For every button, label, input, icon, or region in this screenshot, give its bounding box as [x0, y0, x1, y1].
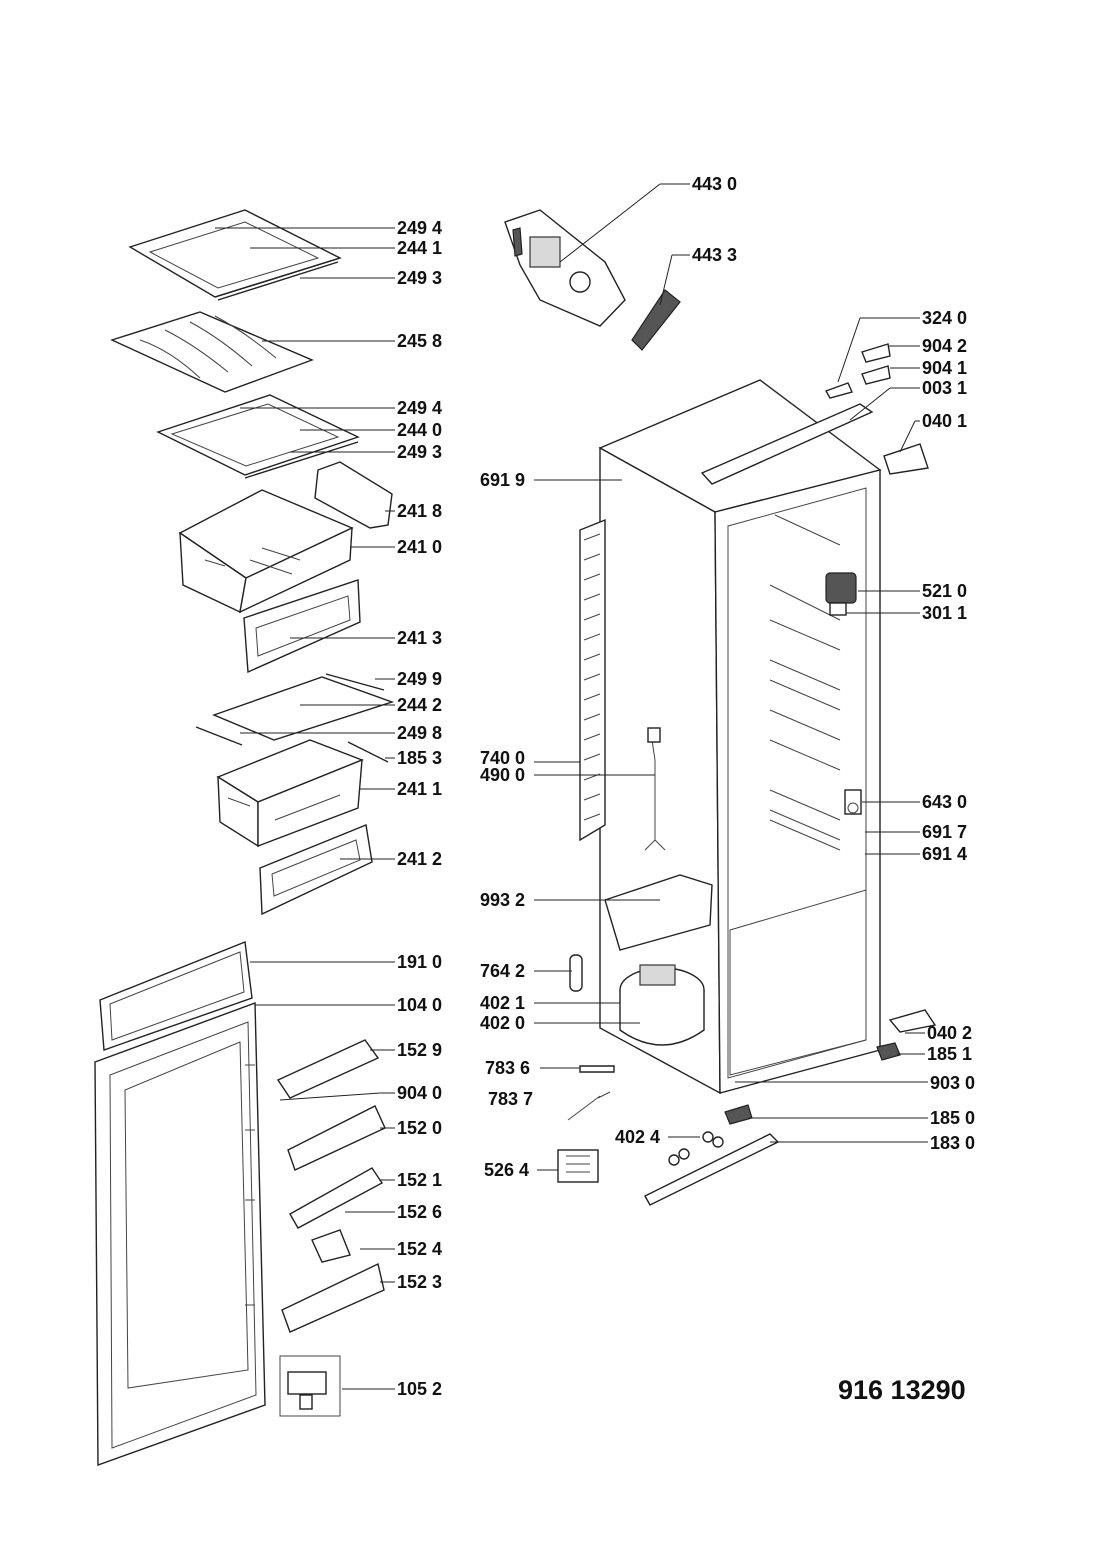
label-241-8: 241 8	[397, 501, 442, 521]
label-691-4: 691 4	[922, 844, 967, 864]
base-rail	[644, 1133, 780, 1206]
label-526-4: 526 4	[484, 1160, 529, 1180]
label-249-9: 249 9	[397, 669, 442, 689]
label-040-2: 040 2	[927, 1023, 972, 1043]
door-shelf-3	[281, 1262, 385, 1333]
condenser-coil	[579, 518, 606, 842]
crisper-drawer-lower	[216, 739, 364, 848]
label-402-0: 402 0	[480, 1013, 525, 1033]
crisper-drawer-upper	[178, 489, 354, 614]
feet	[668, 1131, 724, 1166]
label-783-7: 783 7	[488, 1089, 533, 1109]
cabinet-top-cover	[700, 403, 874, 485]
middle-glass-shelf	[156, 394, 360, 479]
side-bin	[314, 461, 393, 529]
label-152-9: 152 9	[397, 1040, 442, 1060]
label-040-1: 040 1	[922, 411, 967, 431]
label-443-0: 443 0	[692, 174, 737, 194]
starter-relay	[557, 1149, 599, 1183]
label-904-0: 904 0	[397, 1083, 442, 1103]
cover-plate	[876, 1042, 901, 1061]
label-324-0: 324 0	[922, 308, 967, 328]
label-245-8: 245 8	[397, 331, 442, 351]
label-643-0: 643 0	[922, 792, 967, 812]
label-183-0: 183 0	[930, 1133, 975, 1153]
label-903-0: 903 0	[930, 1073, 975, 1093]
label-402-4: 402 4	[615, 1127, 660, 1147]
drain-pipe	[579, 1065, 615, 1073]
label-244-2: 244 2	[397, 695, 442, 715]
label-152-0: 152 0	[397, 1118, 442, 1138]
label-152-3: 152 3	[397, 1272, 442, 1292]
foot-right	[888, 1009, 937, 1033]
label-241-2: 241 2	[397, 849, 442, 869]
label-185-1: 185 1	[927, 1044, 972, 1064]
label-185-3: 185 3	[397, 748, 442, 768]
label-764-2: 764 2	[480, 961, 525, 981]
power-cord	[644, 727, 666, 851]
label-993-2: 993 2	[480, 890, 525, 910]
crisper-front-upper	[243, 579, 361, 674]
label-249-4-a: 249 4	[397, 218, 442, 238]
label-249-3-a: 249 3	[397, 268, 442, 288]
interior-shelf-supports	[769, 514, 841, 851]
label-443-3: 443 3	[692, 245, 737, 265]
callout-labels: 249 4 244 1 249 3 245 8 249 4 244 0 249 …	[397, 174, 975, 1399]
label-904-1: 904 1	[922, 358, 967, 378]
compressor	[619, 964, 705, 1046]
label-521-0: 521 0	[922, 581, 967, 601]
label-249-8: 249 8	[397, 723, 442, 743]
label-104-0: 104 0	[397, 995, 442, 1015]
label-152-4: 152 4	[397, 1239, 442, 1259]
label-740-0: 740 0	[480, 748, 525, 768]
label-301-1: 301 1	[922, 603, 967, 623]
door-gasket	[99, 941, 253, 1051]
label-783-6: 783 6	[485, 1058, 530, 1078]
air-filter	[631, 289, 681, 351]
dairy-compartment	[276, 1039, 380, 1099]
label-191-0: 191 0	[397, 952, 442, 972]
light-housing	[825, 572, 857, 616]
top-brackets	[824, 343, 929, 475]
document-number: 916 13290	[838, 1375, 966, 1405]
label-691-9: 691 9	[480, 470, 525, 490]
leader-lines	[215, 183, 928, 1390]
label-152-1: 152 1	[397, 1170, 442, 1190]
label-244-1: 244 1	[397, 238, 442, 258]
label-185-0: 185 0	[930, 1108, 975, 1128]
drain-hose	[567, 1091, 611, 1121]
label-691-7: 691 7	[922, 822, 967, 842]
drip-tray-evaporator	[604, 874, 713, 951]
wire-shelf-tray	[110, 311, 314, 393]
label-241-0: 241 0	[397, 537, 442, 557]
bottom-cover	[724, 1104, 753, 1125]
label-241-1: 241 1	[397, 779, 442, 799]
label-244-0: 244 0	[397, 420, 442, 440]
label-003-1: 003 1	[922, 378, 967, 398]
thermostat-knob	[844, 789, 862, 815]
door-shelf-1	[287, 1105, 386, 1171]
lower-glass-shelf	[195, 673, 395, 763]
upper-glass-shelf	[128, 209, 342, 301]
label-402-1: 402 1	[480, 993, 525, 1013]
label-490-0: 490 0	[480, 765, 525, 785]
egg-tray	[311, 1229, 351, 1263]
label-241-3: 241 3	[397, 628, 442, 648]
refrigerator-door	[94, 1002, 266, 1466]
label-105-2: 105 2	[397, 1379, 442, 1399]
capacitor	[569, 954, 583, 992]
hinge-kit	[279, 1355, 341, 1417]
label-904-2: 904 2	[922, 336, 967, 356]
fan-assembly	[504, 209, 626, 327]
label-249-3-b: 249 3	[397, 442, 442, 462]
crisper-front-lower	[259, 824, 373, 916]
label-249-4-b: 249 4	[397, 398, 442, 418]
label-152-6: 152 6	[397, 1202, 442, 1222]
door-shelf-2	[289, 1167, 384, 1229]
